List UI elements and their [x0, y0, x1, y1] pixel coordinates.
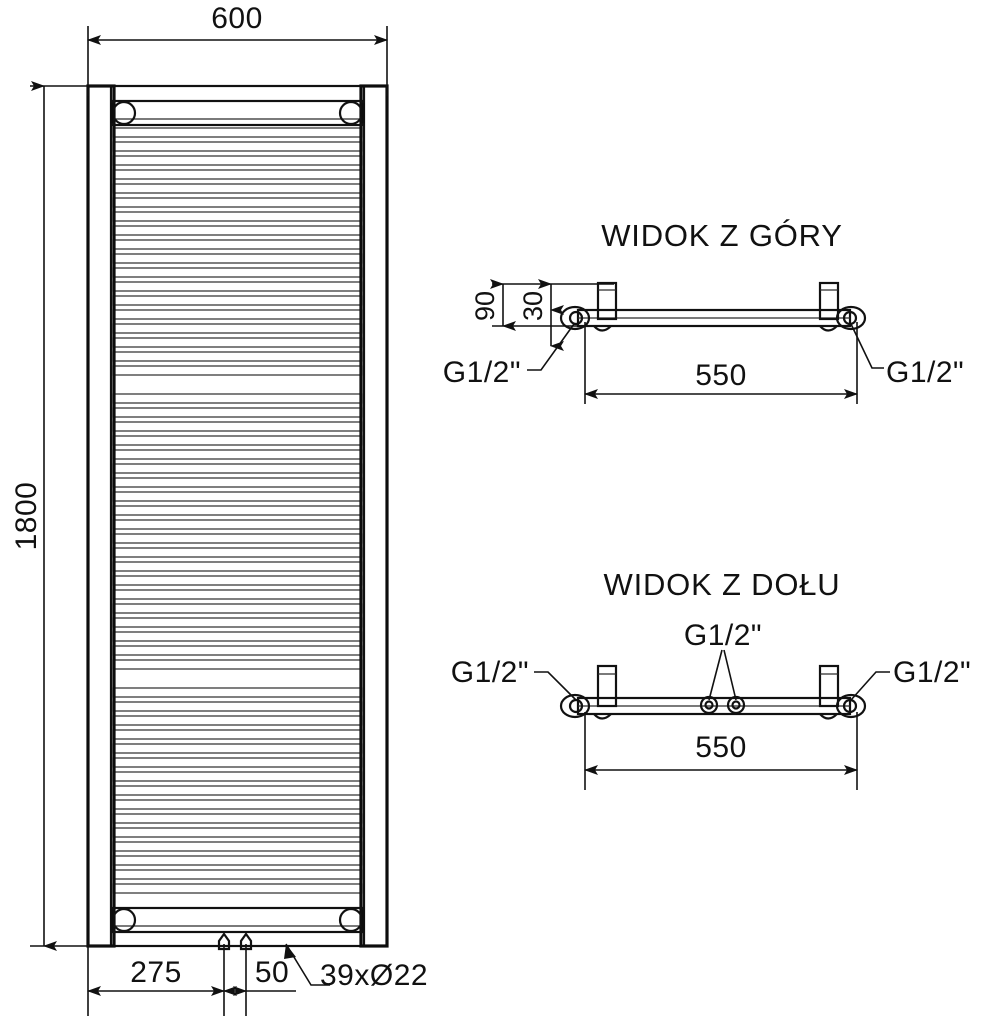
dimension-bottom-275-50	[87, 944, 296, 1016]
depth-dimension-label: 90	[470, 291, 500, 321]
bottom-view-thread-right-label: G1/2"	[893, 656, 971, 689]
offset-dimension-label: 30	[518, 291, 548, 321]
top-view-thread-leader-left	[527, 323, 575, 371]
left-side-rail	[86, 84, 116, 948]
radiator-panel-outline	[109, 84, 366, 948]
dimension-width-600	[87, 26, 388, 96]
front-view-group: 600 1800 275 50	[10, 2, 428, 1016]
right-side-rail	[359, 84, 389, 948]
rung-callout-label: 39xØ22	[320, 959, 428, 992]
bottom-view-thread-left-label: G1/2"	[451, 656, 529, 689]
top-view-title: WIDOK Z GÓRY	[601, 218, 843, 253]
bottom-view-thread-leader-center	[708, 649, 737, 701]
rung-callout-leader	[284, 943, 330, 986]
bottom-view-body	[559, 664, 867, 720]
bottom-left-dimension-label: 275	[130, 956, 182, 989]
top-view-thread-leader-right	[850, 323, 884, 369]
height-dimension-label: 1800	[10, 482, 43, 551]
width-dimension-label: 600	[211, 2, 263, 35]
bottom-view-title: WIDOK Z DOŁU	[604, 567, 841, 602]
top-view-group: WIDOK Z GÓRY	[443, 218, 964, 404]
dimension-depth-90-30	[490, 279, 614, 351]
dimension-center-550-bottom	[584, 712, 858, 790]
top-view-thread-left-label: G1/2"	[443, 356, 521, 389]
bottom-view-thread-leader-left	[534, 671, 577, 701]
top-cross-tube	[110, 99, 365, 127]
bottom-view-thread-center-label: G1/2"	[684, 619, 762, 652]
bottom-view-thread-leader-right	[850, 671, 890, 701]
bottom-cross-tube	[110, 906, 365, 934]
top-center-dimension-label: 550	[695, 359, 747, 392]
top-view-thread-right-label: G1/2"	[886, 356, 964, 389]
bottom-center-dimension-label: 550	[695, 731, 747, 764]
bottom-right-dimension-label: 50	[255, 956, 289, 989]
rung-stack	[112, 127, 363, 894]
top-view-body	[559, 281, 867, 332]
bottom-valve-connectors	[217, 932, 253, 951]
bottom-view-group: WIDOK Z DOŁU	[451, 567, 971, 790]
